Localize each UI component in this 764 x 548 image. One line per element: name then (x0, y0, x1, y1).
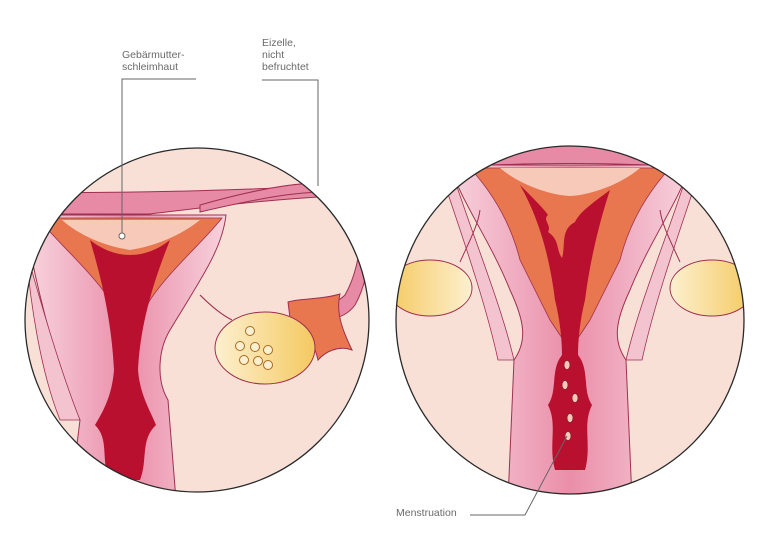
right-ovary-right (669, 259, 744, 317)
right-cavity-light (500, 168, 640, 196)
left-circle-outline (24, 147, 370, 493)
label-endometrium-line1: Gebärmutter- (122, 49, 185, 61)
left-ovary-follicles (235, 326, 273, 370)
label-menstruation: Menstruation (396, 507, 457, 519)
label-endometrium: Gebärmutter- schleimhaut (122, 49, 184, 73)
leader-line-egg (262, 79, 319, 186)
follicle (239, 355, 249, 365)
follicle (263, 345, 273, 355)
follicle (263, 360, 273, 370)
right-ligament-right (659, 209, 681, 263)
right-side-tissue-left (439, 164, 515, 361)
drop (561, 380, 569, 390)
left-circle-illustration (24, 147, 370, 493)
follicle (250, 342, 260, 352)
label-egg-cell: Eizelle, nicht befruchtet (262, 37, 309, 73)
right-circle-illustration (395, 145, 745, 495)
follicle (235, 341, 245, 351)
drop (564, 431, 572, 441)
leader-line-endometrium (121, 78, 196, 233)
leader-line-menstruation (470, 435, 568, 516)
follicle (253, 356, 263, 366)
menstrual-drops (561, 360, 579, 441)
drop (566, 413, 574, 423)
right-ovary-left (396, 259, 473, 317)
left-ovarian-ligament (199, 294, 233, 321)
drop (571, 393, 579, 403)
right-side-tissue-right (625, 164, 701, 361)
follicle (245, 326, 255, 336)
right-cavity-red (520, 185, 610, 470)
endometrium-marker-dot (118, 232, 126, 240)
leader-lines (121, 78, 568, 516)
label-endometrium-line2: schleimhaut (122, 61, 179, 73)
label-egg-line1: Eizelle, (262, 37, 296, 49)
egg-cell-icon (313, 185, 323, 195)
left-cavity-red (90, 240, 170, 480)
right-ligament-left (459, 209, 481, 263)
left-side-tissue (25, 249, 81, 421)
left-cavity-light (62, 220, 200, 250)
label-egg-line3: befruchtet (262, 61, 309, 73)
label-egg-line2: nicht (262, 49, 285, 61)
right-circle-outline (395, 145, 745, 495)
drop (563, 360, 571, 370)
